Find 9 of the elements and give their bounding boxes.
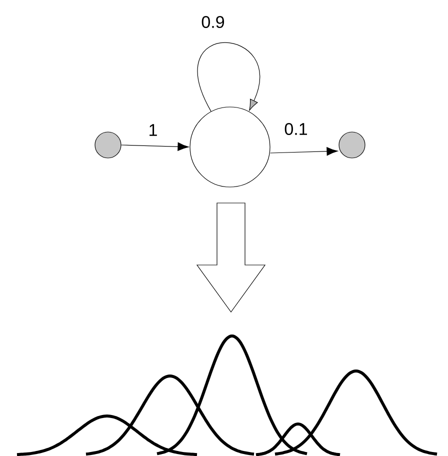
arrow — [270, 147, 338, 156]
end-state — [338, 132, 366, 158]
state-circle — [190, 106, 270, 188]
edge-label: 0.9 — [202, 16, 224, 28]
start-state — [94, 132, 122, 158]
self-loop-arrow — [197, 42, 260, 112]
edge-label: 0.1 — [284, 122, 307, 136]
arrow — [121, 142, 189, 151]
edge-label: 1 — [150, 124, 157, 136]
